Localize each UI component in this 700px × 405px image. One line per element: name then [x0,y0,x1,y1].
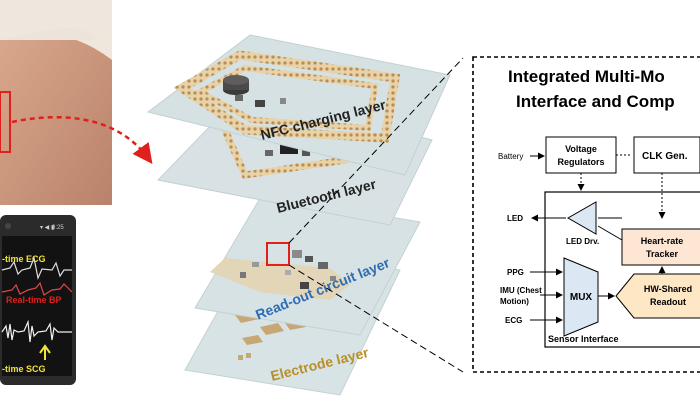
led-driver-label: LED Drv. [566,237,599,246]
battery-cell [223,75,249,95]
camera-icon [5,223,11,229]
ecg-waveform [1,255,72,280]
nfc-coil [173,50,401,143]
mux-label: MUX [570,292,593,303]
battery-label: Battery [498,152,523,161]
readout-pcb [210,250,350,300]
voltage-regulators-block [545,136,617,174]
transfer-arrow [11,116,153,165]
voltage-regulators-label-1: Voltage [565,144,597,154]
yellow-arrow-icon [39,344,51,360]
schematic-panel: Integrated Multi-Mo Interface and Comp B… [472,56,700,373]
zoom-lines [288,57,464,373]
schematic-title-line2: Interface and Comp [516,92,675,111]
led-driver-symbol [566,201,597,235]
status-icons: ▾ ◀ ▮ [40,225,54,231]
scg-label: -time SCG [2,364,46,374]
phone-screen: 3:25 ▾ ◀ ▮ -time ECG Real-time BP -time … [0,215,76,385]
schematic-title-line1: Integrated Multi-Mo [508,67,665,86]
layer-nfc: NFC charging layer [146,34,451,176]
status-time: 3:25 [52,225,64,231]
led-label: LED [507,214,523,223]
clk-gen-label: CLK Gen. [642,151,688,162]
imu-input-label-1: IMU (Chest [500,286,542,295]
hw-shared-readout-label-1: HW-Shared [644,284,692,294]
ecg-label: -time ECG [2,254,46,264]
heart-rate-tracker-label-1: Heart-rate [641,236,684,246]
hw-shared-readout-label-2: Readout [650,297,686,307]
ppg-input-label: PPG [507,268,524,277]
sensor-interface-label: Sensor Interface [548,334,619,344]
bp-waveform [1,281,73,296]
heart-rate-tracker-label-2: Tracker [646,249,679,259]
hw-shared-readout-block [615,273,700,319]
ecg-input-label: ECG [505,316,522,325]
layer-readout: Read-out circuit layer [194,194,421,336]
readout-highlight-box [266,242,290,266]
heart-rate-tracker-block [621,228,700,266]
bp-label: Real-time BP [6,295,62,305]
clk-gen-block [633,136,700,174]
imu-input-label-2: Motion) [500,297,529,306]
voltage-regulators-label-2: Regulators [557,157,604,167]
chest-photo [0,0,112,206]
mux-block [563,257,599,337]
scg-waveform [1,319,72,343]
